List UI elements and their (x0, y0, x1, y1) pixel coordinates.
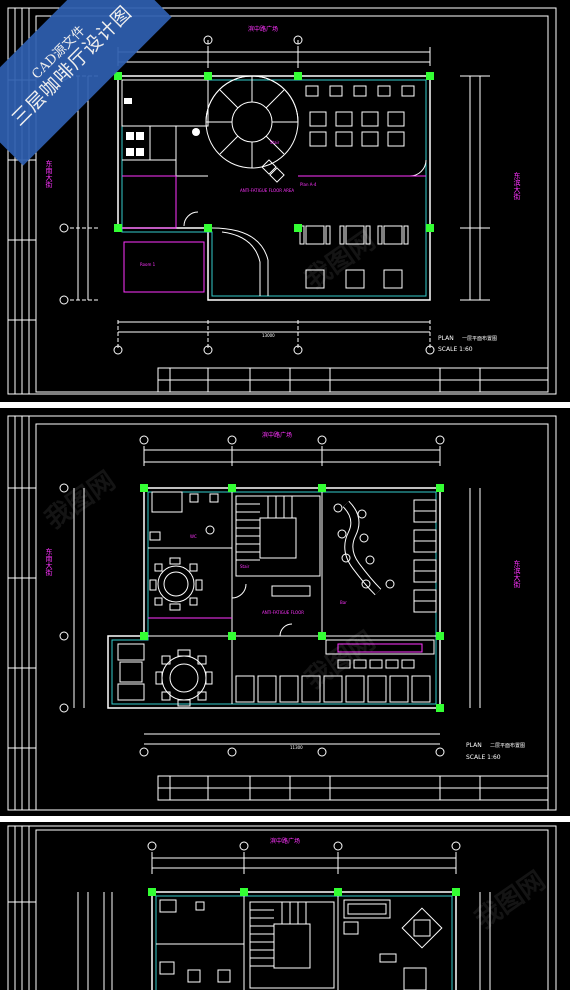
sheet-1-plan-label: PLAN (438, 335, 454, 342)
svg-text:Stair: Stair (270, 140, 280, 145)
sheet-2-scale: SCALE 1:60 (466, 754, 501, 761)
sheet-1-scale: SCALE 1:60 (438, 346, 473, 353)
sheet-1-heading: 滨中路广场 (248, 26, 279, 33)
sheet-1-bottom-dim: 13000 (262, 333, 275, 338)
sheet-1-plan-title: 一层平面布置图 (462, 336, 498, 342)
svg-text:Plan A-4: Plan A-4 (300, 182, 317, 187)
sheet-1-side-left: 东南大街 (45, 160, 53, 188)
floor-plan-1: ANTI-FATIGUE FLOOR AREA Plan A-4 Room 1 … (7, 7, 557, 395)
divider-2 (0, 816, 570, 822)
sheet-3-heading: 滨中路广场 (270, 838, 301, 845)
svg-text:Stair: Stair (240, 564, 250, 569)
sheet-2-bottom-dim: 11300 (290, 745, 303, 750)
floor-plan-2: ANTI-FATIGUE FLOOR Bar WC Stair (7, 415, 557, 811)
sheet-2-side-right: 东滨大街 (513, 560, 521, 588)
sheet-2-plan-label: PLAN (466, 742, 482, 749)
sheet-3: 滨中路广场 (0, 822, 570, 990)
floor-plan-3 (7, 825, 557, 990)
svg-text:WC: WC (190, 534, 197, 539)
sheet-2-side-left: 东南大街 (45, 548, 53, 576)
svg-text:ANTI-FATIGUE FLOOR AREA: ANTI-FATIGUE FLOOR AREA (240, 188, 294, 193)
sheet-1-side-right: 东滨大街 (513, 172, 521, 200)
sheet-2-heading: 滨中路广场 (262, 432, 293, 439)
divider-1 (0, 402, 570, 408)
sheet-2-plan-title: 二层平面布置图 (490, 743, 526, 749)
svg-text:ANTI-FATIGUE FLOOR: ANTI-FATIGUE FLOOR (262, 610, 304, 615)
sheet-2: ANTI-FATIGUE FLOOR Bar WC Stair 滨中路广场 东南… (0, 408, 570, 816)
svg-text:Room 1: Room 1 (140, 262, 156, 267)
svg-text:Bar: Bar (340, 600, 347, 605)
